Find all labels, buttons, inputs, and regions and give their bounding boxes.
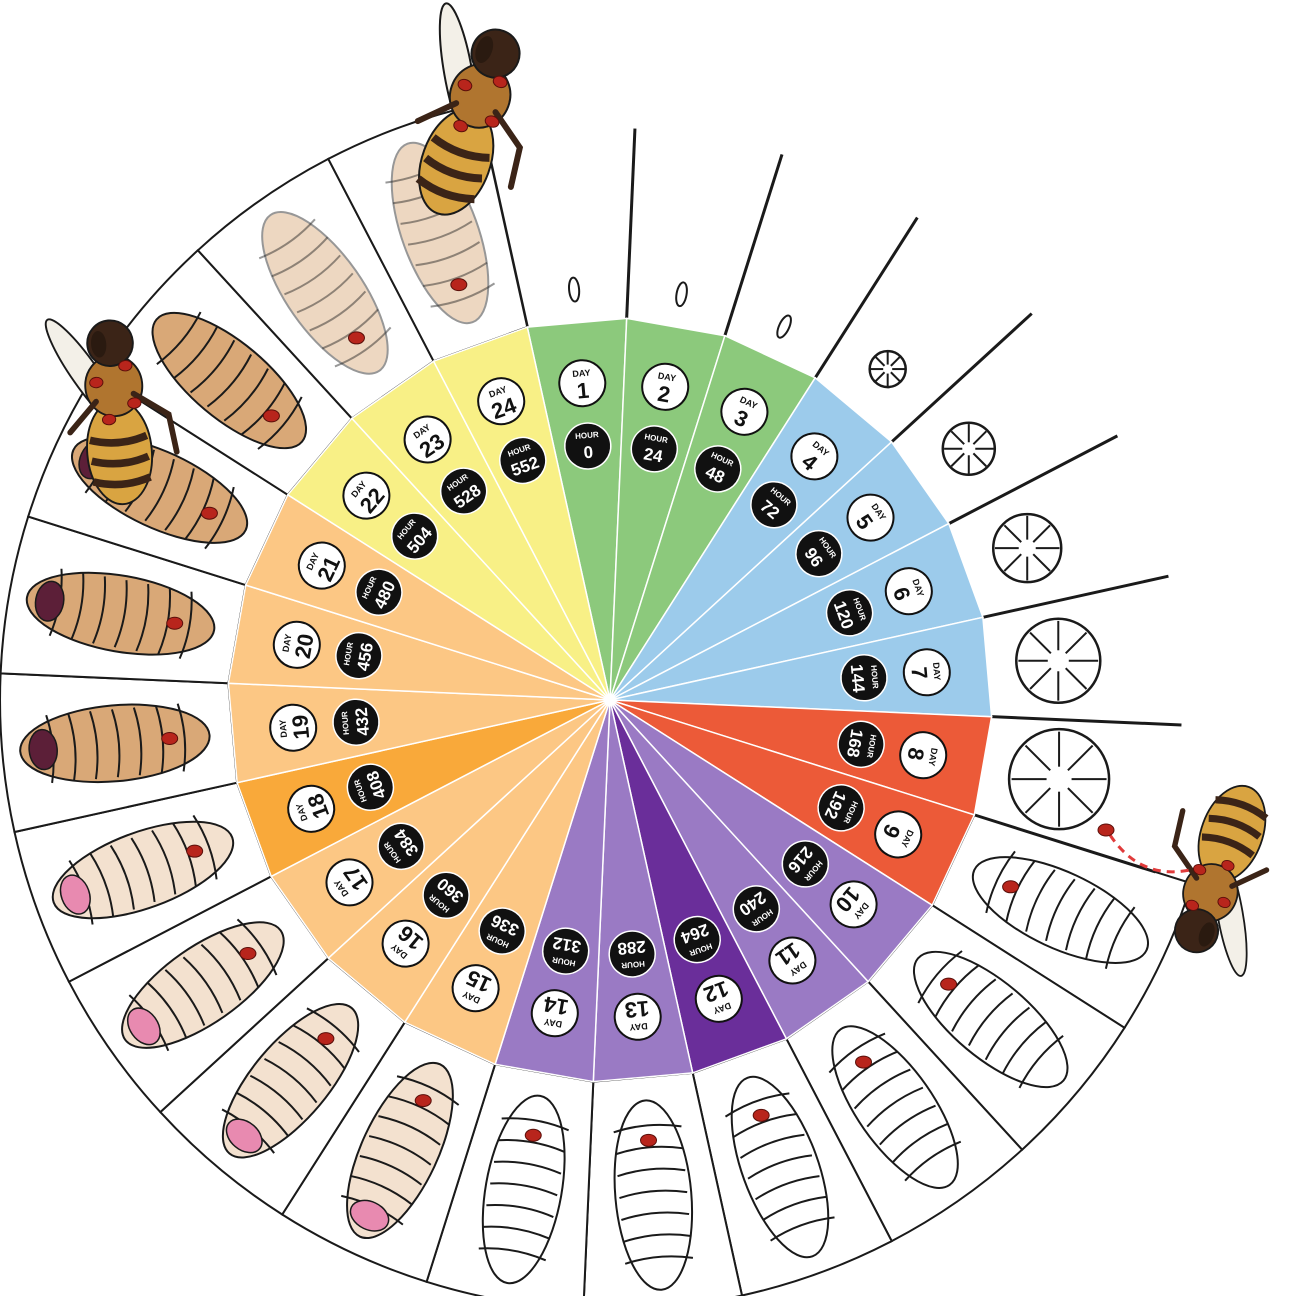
varroa-mite-icon [415, 1095, 431, 1107]
day-number: 1 [576, 378, 590, 404]
varroa-mite-icon [641, 1134, 657, 1146]
stage-divider-day-3 [725, 154, 782, 335]
varroa-mite-icon [1098, 824, 1114, 836]
varroa-mite-icon [240, 948, 256, 960]
day-number: 7 [906, 666, 932, 680]
varroa-mite-icon [941, 978, 957, 990]
wheel-center [605, 695, 615, 705]
larva-icon [993, 514, 1061, 582]
varroa-mite-icon [187, 845, 203, 857]
day-number: 20 [290, 632, 319, 660]
larva-icon [943, 423, 995, 475]
larva-icon [870, 351, 906, 387]
varroa-mite-icon [348, 332, 364, 344]
hour-number: 0 [583, 443, 594, 463]
varroa-mite-icon [525, 1129, 541, 1141]
varroa-mite-icon [167, 617, 183, 629]
day-number: 14 [541, 991, 570, 1020]
egg-icon [775, 314, 794, 340]
varroa-mite-icon [856, 1056, 872, 1068]
varroa-mite-icon [753, 1109, 769, 1121]
varroa-mite-icon [201, 507, 217, 519]
varroa-mite-icon [318, 1033, 334, 1045]
hour-number: 144 [847, 663, 868, 693]
varroa-mite-icon [162, 733, 178, 745]
hour-number: 288 [617, 937, 647, 958]
varroa-mite-icon [263, 410, 279, 422]
day-number: 19 [287, 714, 314, 741]
egg-icon [568, 277, 580, 302]
larva-icon [1016, 619, 1100, 703]
stage-divider-day-8 [992, 717, 1182, 725]
stage-divider-day-4 [815, 218, 917, 378]
varroa-mite-icon [1003, 881, 1019, 893]
hour-number: 432 [352, 707, 373, 737]
varroa-mite-icon [451, 279, 467, 291]
stage-divider-day-7 [983, 576, 1168, 617]
egg-icon [675, 282, 689, 307]
day-number: 13 [624, 996, 651, 1023]
hour-number: 24 [642, 444, 664, 466]
stage-divider-day-2 [627, 129, 635, 319]
larva-icon [1009, 729, 1109, 829]
